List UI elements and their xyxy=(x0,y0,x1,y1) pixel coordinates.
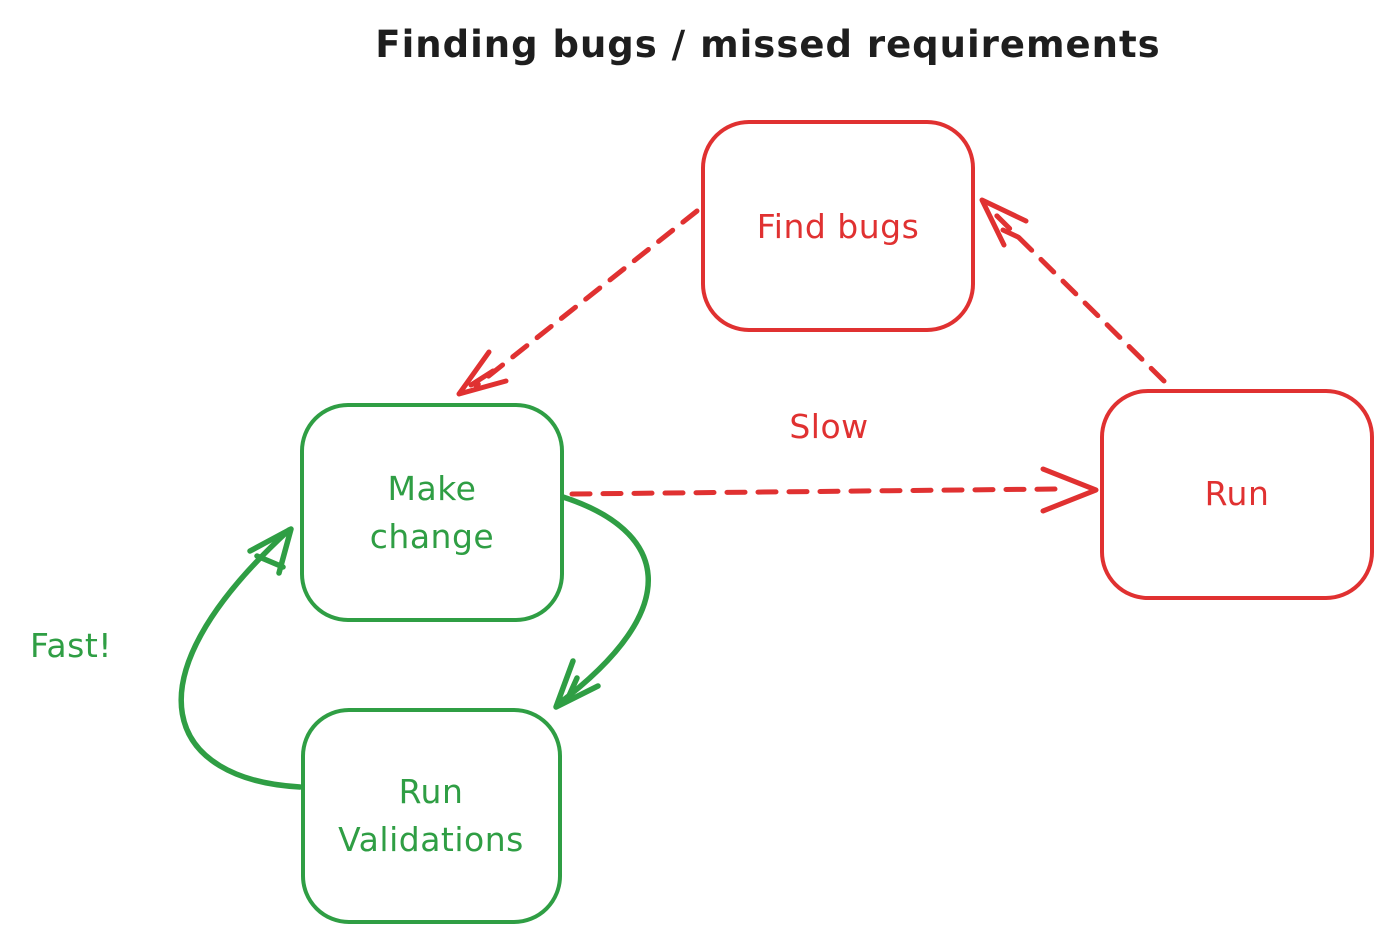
diagram-title: Finding bugs / missed requirements xyxy=(375,23,1161,67)
node-box-make-change xyxy=(300,403,564,622)
arrow-run-to-find-bugs xyxy=(979,197,1167,384)
edge-label-fast: Fast! xyxy=(29,626,113,666)
node-box-run xyxy=(1100,389,1374,600)
edge-label-slow: Slow xyxy=(789,407,869,447)
node-box-find-bugs xyxy=(701,120,975,332)
arrow-make-change-to-run xyxy=(569,466,1099,514)
node-label-run: Run xyxy=(1204,474,1270,514)
node-label-run-validations: Run Validations xyxy=(338,772,524,859)
arrow-find-bugs-to-make-change xyxy=(456,208,700,397)
node-label-make-change: Make change xyxy=(369,469,495,556)
node-label-find-bugs: Find bugs xyxy=(756,207,920,247)
arrow-run-validations-to-make-change xyxy=(178,526,303,790)
arrow-make-change-to-run-validations xyxy=(553,494,651,710)
node-box-run-validations xyxy=(301,708,562,924)
